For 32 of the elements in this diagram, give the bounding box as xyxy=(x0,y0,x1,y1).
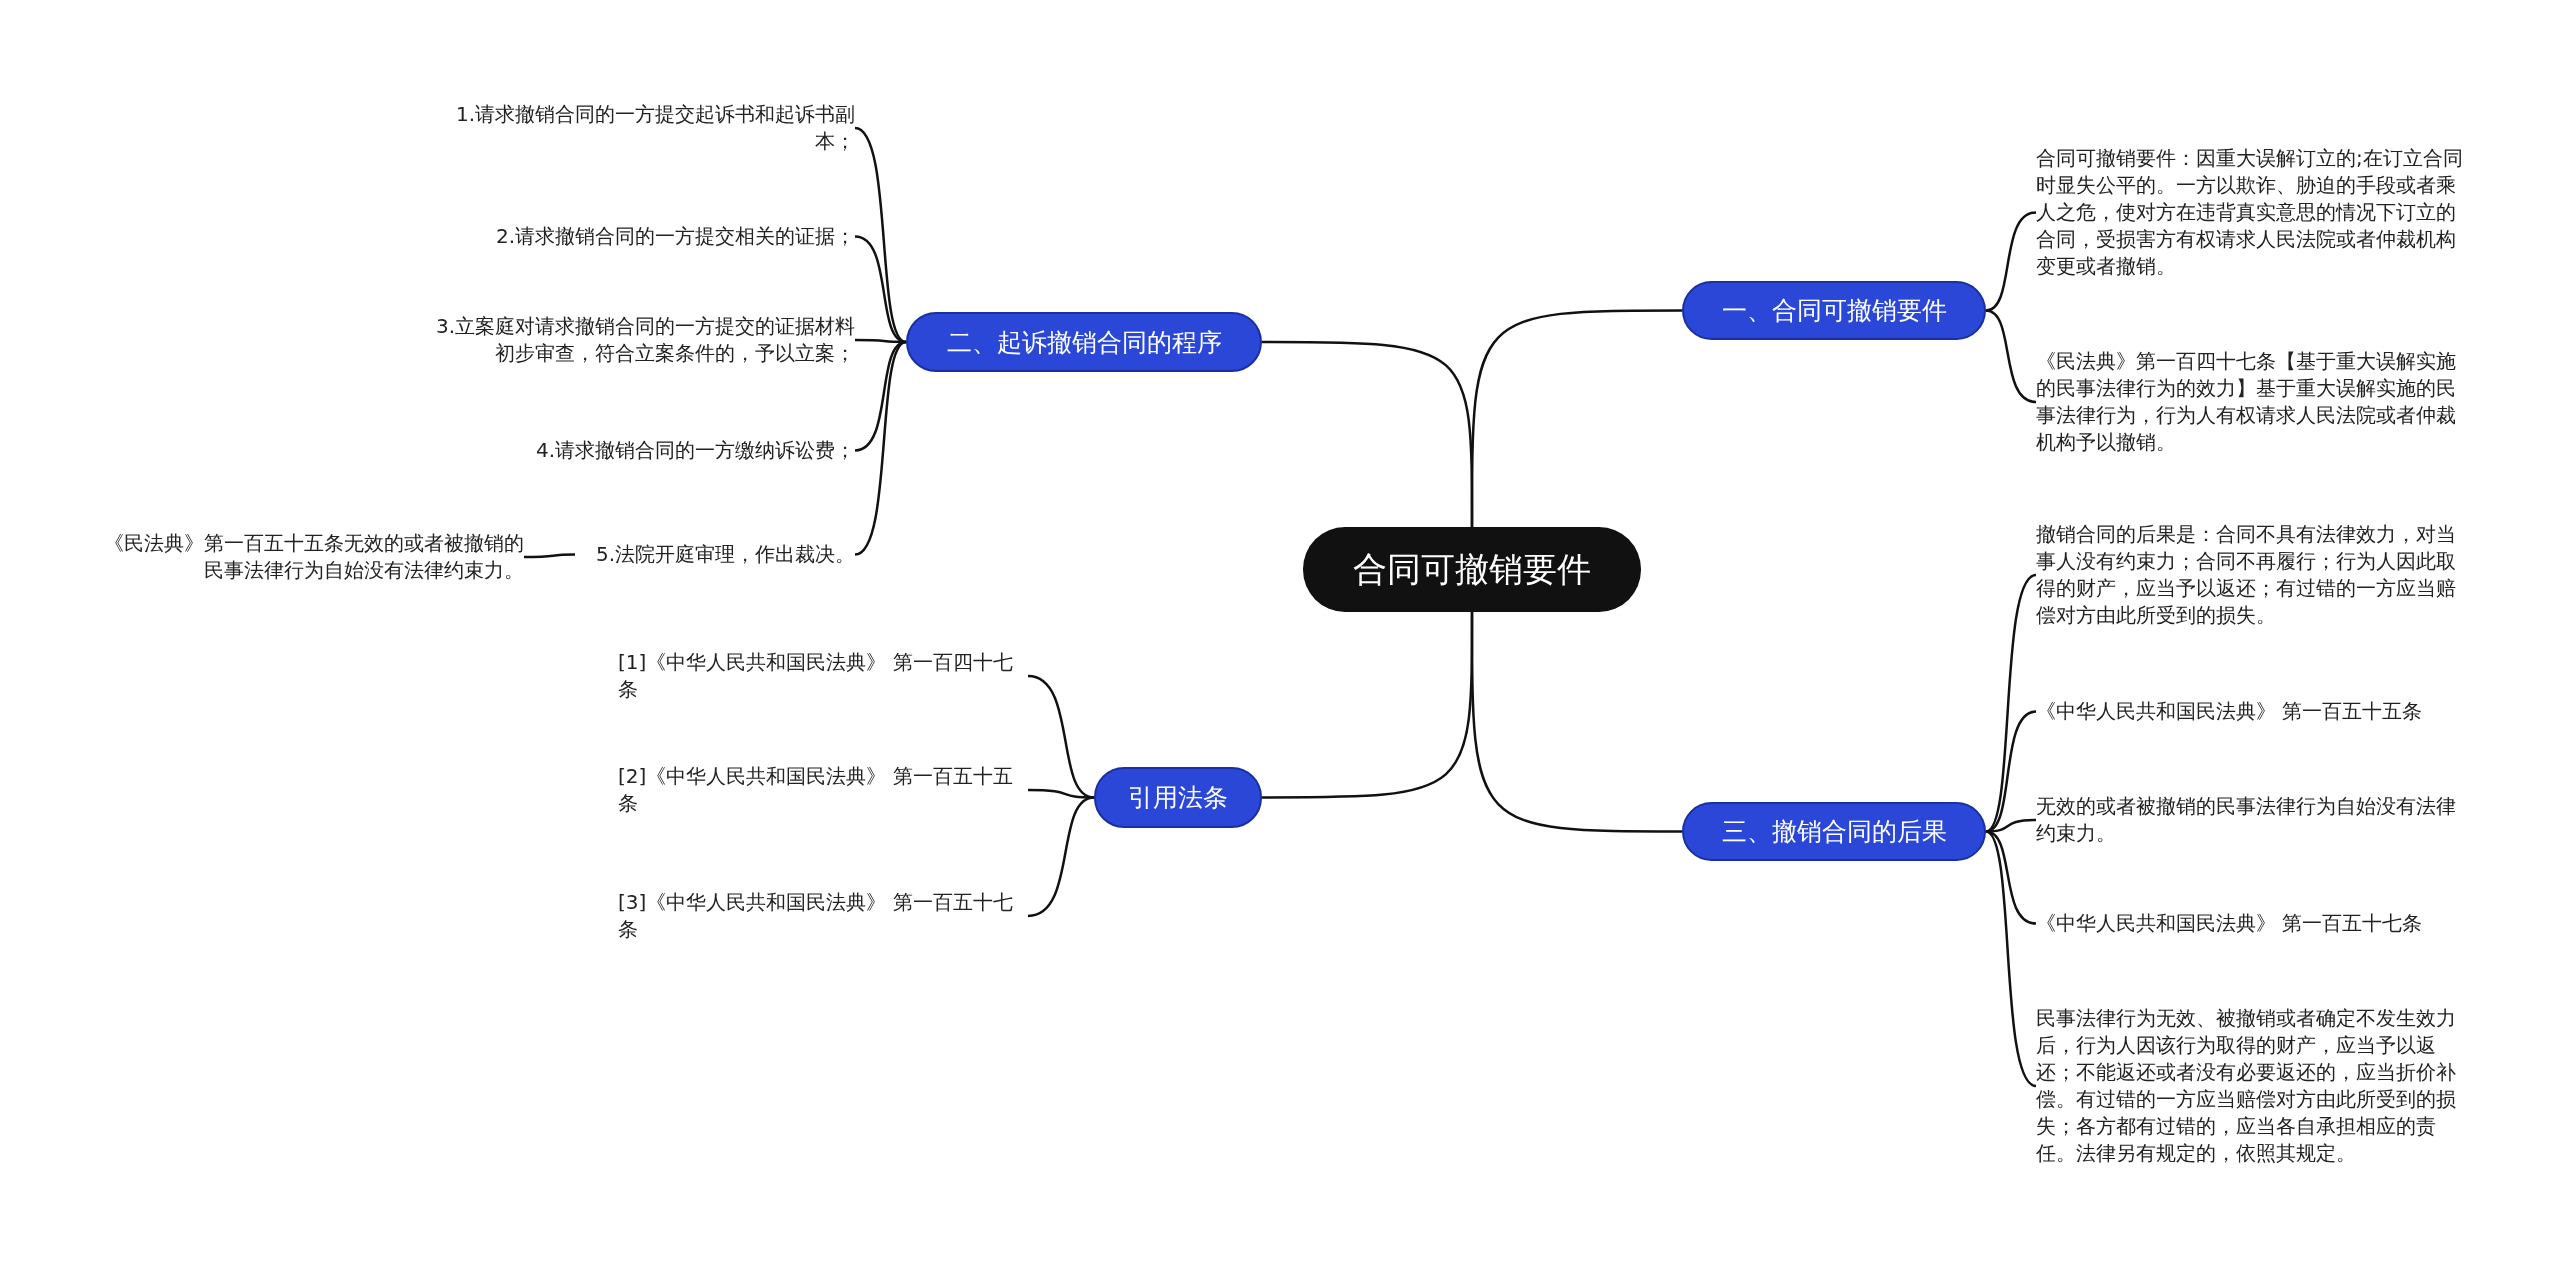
connector-line xyxy=(1985,309,2037,404)
note-text: 《民法典》第一百四十七条【基于重大误解实施的民事法律行为的效力】基于重大误解实施的民事法律行为，行为人有权请求人民法院或者仲裁机构予以撤销。 xyxy=(2036,348,2466,456)
note-text: [2]《中华人民共和国民法典》 第一百五十五条 xyxy=(618,763,1028,817)
note-text: 民事法律行为无效、被撤销或者确定不发生效力后，行为人因该行为取得的财产，应当予以返还；不能返还或者没有必要返还的，应当折价补偿。有过错的一方应当赔偿对方由此所受到的损失；各方都有过错的，应当各自承担相应的责任。法律另有规定的，依照其规定。 xyxy=(2036,1005,2466,1167)
connector-line xyxy=(1985,830,2037,1088)
connector-line xyxy=(1027,796,1095,918)
note-text: 《中华人民共和国民法典》 第一百五十七条 xyxy=(2036,910,2466,937)
note-text: 2.请求撤销合同的一方提交相关的证据； xyxy=(425,223,855,250)
note-text: 无效的或者被撤销的民事法律行为自始没有法律约束力。 xyxy=(2036,793,2466,847)
connector-line xyxy=(524,553,575,559)
note-text: 5.法院开庭审理，作出裁决。 xyxy=(575,541,855,568)
topic-pill: 一、合同可撤销要件 xyxy=(1682,281,1986,340)
note-text: [3]《中华人民共和国民法典》 第一百五十七条 xyxy=(618,889,1028,943)
connector-line xyxy=(1262,340,1474,527)
connector-line xyxy=(854,235,907,344)
note-text: 3.立案庭对请求撤销合同的一方提交的证据材料初步审查，符合立案条件的，予以立案； xyxy=(425,313,855,367)
note-text: [1]《中华人民共和国民法典》 第一百四十七条 xyxy=(618,649,1028,703)
topic-pill: 三、撤销合同的后果 xyxy=(1682,802,1986,861)
note-text: 4.请求撤销合同的一方缴纳诉讼费； xyxy=(425,437,855,464)
topic-pill: 二、起诉撤销合同的程序 xyxy=(906,312,1262,372)
connector-line xyxy=(854,126,907,344)
topic-pill: 引用法条 xyxy=(1094,767,1262,828)
central-topic: 合同可撤销要件 xyxy=(1303,527,1641,612)
connector-line xyxy=(1262,612,1474,799)
note-text: 《民法典》第一百五十五条无效的或者被撤销的民事法律行为自始没有法律约束力。 xyxy=(92,530,524,584)
note-text: 《中华人民共和国民法典》 第一百五十五条 xyxy=(2036,698,2466,725)
note-text: 1.请求撤销合同的一方提交起诉书和起诉书副本； xyxy=(425,101,855,155)
connector-line xyxy=(1985,830,2037,925)
note-text: 合同可撤销要件：因重大误解订立的;在订立合同时显失公平的。一方以欺诈、胁迫的手段或者乘人之危，使对方在违背真实意思的情况下订立的合同，受损害方有权请求人民法院或者仲裁机构变更或者撤销。 xyxy=(2036,145,2466,280)
connector-line xyxy=(1985,573,2037,833)
connector-line xyxy=(854,340,907,556)
note-text: 撤销合同的后果是：合同不具有法律效力，对当事人没有约束力；合同不再履行；行为人因此取得的财产，应当予以返还；有过错的一方应当赔偿对方由此所受到的损失。 xyxy=(2036,521,2466,629)
